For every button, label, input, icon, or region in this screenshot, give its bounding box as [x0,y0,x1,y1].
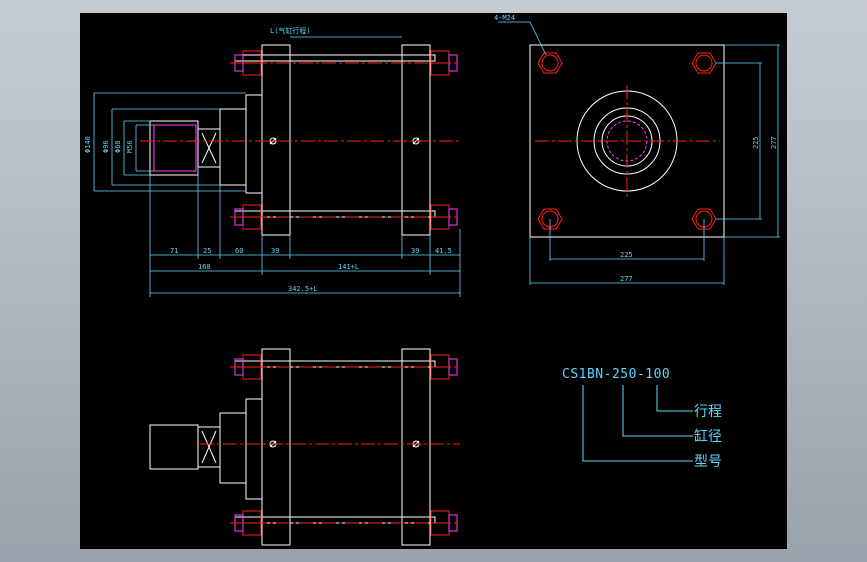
dim-342: 342.5+L [288,285,318,293]
dim-25: 25 [203,247,212,255]
front-dimensions [93,36,461,297]
dim-277-h: 277 [620,275,633,283]
lower-rod-end [149,424,199,470]
model-code-leaders [582,385,693,462]
rod-thread [153,124,197,172]
dim-225-h: 225 [620,251,633,259]
dim-225-v: 225 [752,136,760,149]
lower-view-bolts [234,354,458,536]
lower-rear-cover [261,348,291,546]
lower-tie-rod-top [234,360,436,368]
rod-boss [219,108,247,186]
dim-141: 141+L [338,263,360,271]
tie-rod-bottom [234,210,436,218]
front-end-cover [401,44,431,236]
front-centerlines [140,62,460,218]
dim-39a: 39 [271,247,280,255]
drawing-svg [93,21,780,546]
lower-front-cover [401,348,431,546]
bolt-label: 4-M24 [494,14,516,22]
rear-flange [245,94,263,194]
dim-277-v: 277 [770,136,778,149]
dim-m56: M56 [126,140,134,153]
stroke-label: L(气缸行程) [270,27,311,35]
bore-cn: 缸径 [694,429,722,445]
side-centerlines [535,85,720,197]
rod-end [149,120,199,176]
stroke-cn: 行程 [694,404,722,420]
cad-drawing-canvas: L(气缸行程) Φ140 Φ96 Φ68 M56 71 25 60 39 39 … [80,13,787,549]
bolt-hex-tl [537,52,563,74]
lower-flange [245,398,263,500]
front-view [149,44,436,236]
lower-boss [219,412,247,484]
front-view-bolts [234,50,458,230]
dim-41: 41.5 [435,247,452,255]
dim-d140: Φ140 [84,136,92,153]
side-dimensions [498,21,780,285]
model-code: CS1BN-250-100 [562,367,671,382]
dim-d68: Φ68 [114,140,122,153]
lower-centerlines [200,366,460,524]
end-plate-square [529,44,725,238]
tie-rod-top [234,54,436,62]
bolt-hex-bl [537,208,563,230]
dim-d96: Φ96 [102,140,110,153]
dim-160: 160 [198,263,211,271]
dim-39b: 39 [411,247,420,255]
dim-71: 71 [170,247,179,255]
model-cn: 型号 [694,454,722,470]
dim-60: 60 [235,247,244,255]
lower-view [149,348,436,546]
lower-tie-rod-bottom [234,516,436,524]
